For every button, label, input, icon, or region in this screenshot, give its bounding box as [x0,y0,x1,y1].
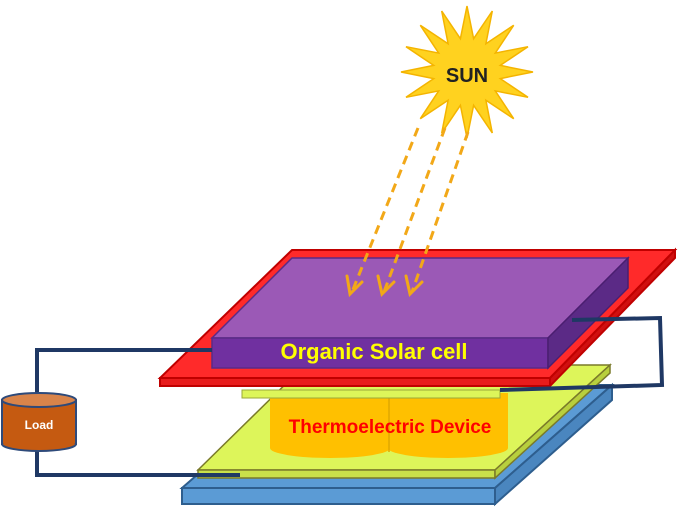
ray-3 [410,131,470,293]
wire-left-bottom [35,445,240,477]
thermoelectric-cylinders [270,393,508,458]
load-component [1,392,77,452]
solar-cell-label: Organic Solar cell [280,339,467,364]
circuit-wires [35,315,665,477]
wire-left-top [35,348,212,395]
ray-arrowheads [345,274,424,298]
wire-right [499,315,665,392]
sun-label: SUN [446,65,488,87]
ray-2-arrowhead [376,274,396,297]
contact-strip [241,389,501,399]
ray-1-arrowhead [345,274,364,298]
organic-solar-cell [210,256,630,370]
light-rays [350,127,470,293]
load-label: Load [25,418,54,432]
thermoelectric-label: Thermoelectric Device [289,417,492,438]
ray-3-arrowhead [404,274,424,297]
